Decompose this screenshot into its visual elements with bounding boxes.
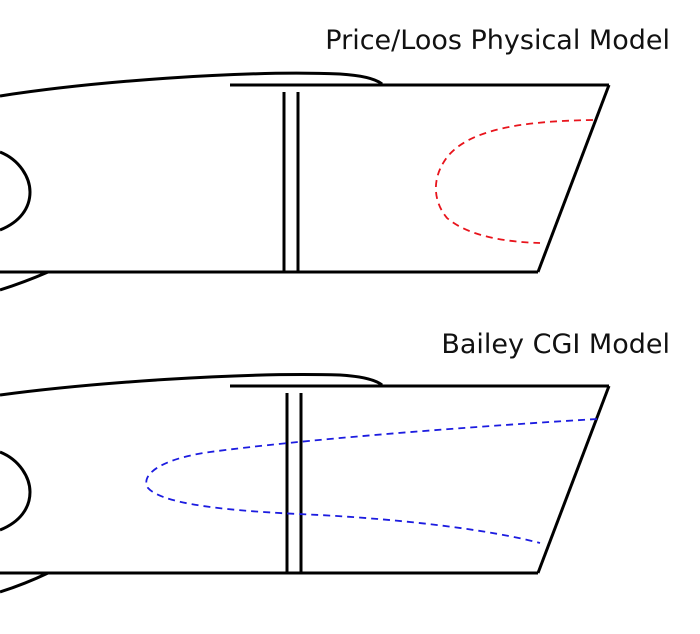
upper-ridge (0, 373, 383, 397)
dashed-boundary-bailey (145, 418, 598, 544)
panel-bailey: Bailey CGI Model (0, 329, 670, 594)
right-edge (536, 385, 611, 574)
head-outline-price-loos (0, 71, 611, 292)
lower-curve (0, 571, 49, 594)
left-bulb (0, 450, 32, 532)
dashed-boundary-price-loos (435, 119, 594, 244)
head-outline-bailey (0, 373, 611, 594)
panel-price-loos: Price/Loos Physical Model (0, 25, 670, 292)
left-bulb (0, 150, 32, 232)
panel-label-price-loos: Price/Loos Physical Model (325, 25, 670, 56)
lower-curve (0, 270, 49, 292)
panel-label-bailey: Bailey CGI Model (441, 329, 670, 360)
upper-ridge (0, 71, 383, 98)
right-edge (536, 84, 611, 273)
